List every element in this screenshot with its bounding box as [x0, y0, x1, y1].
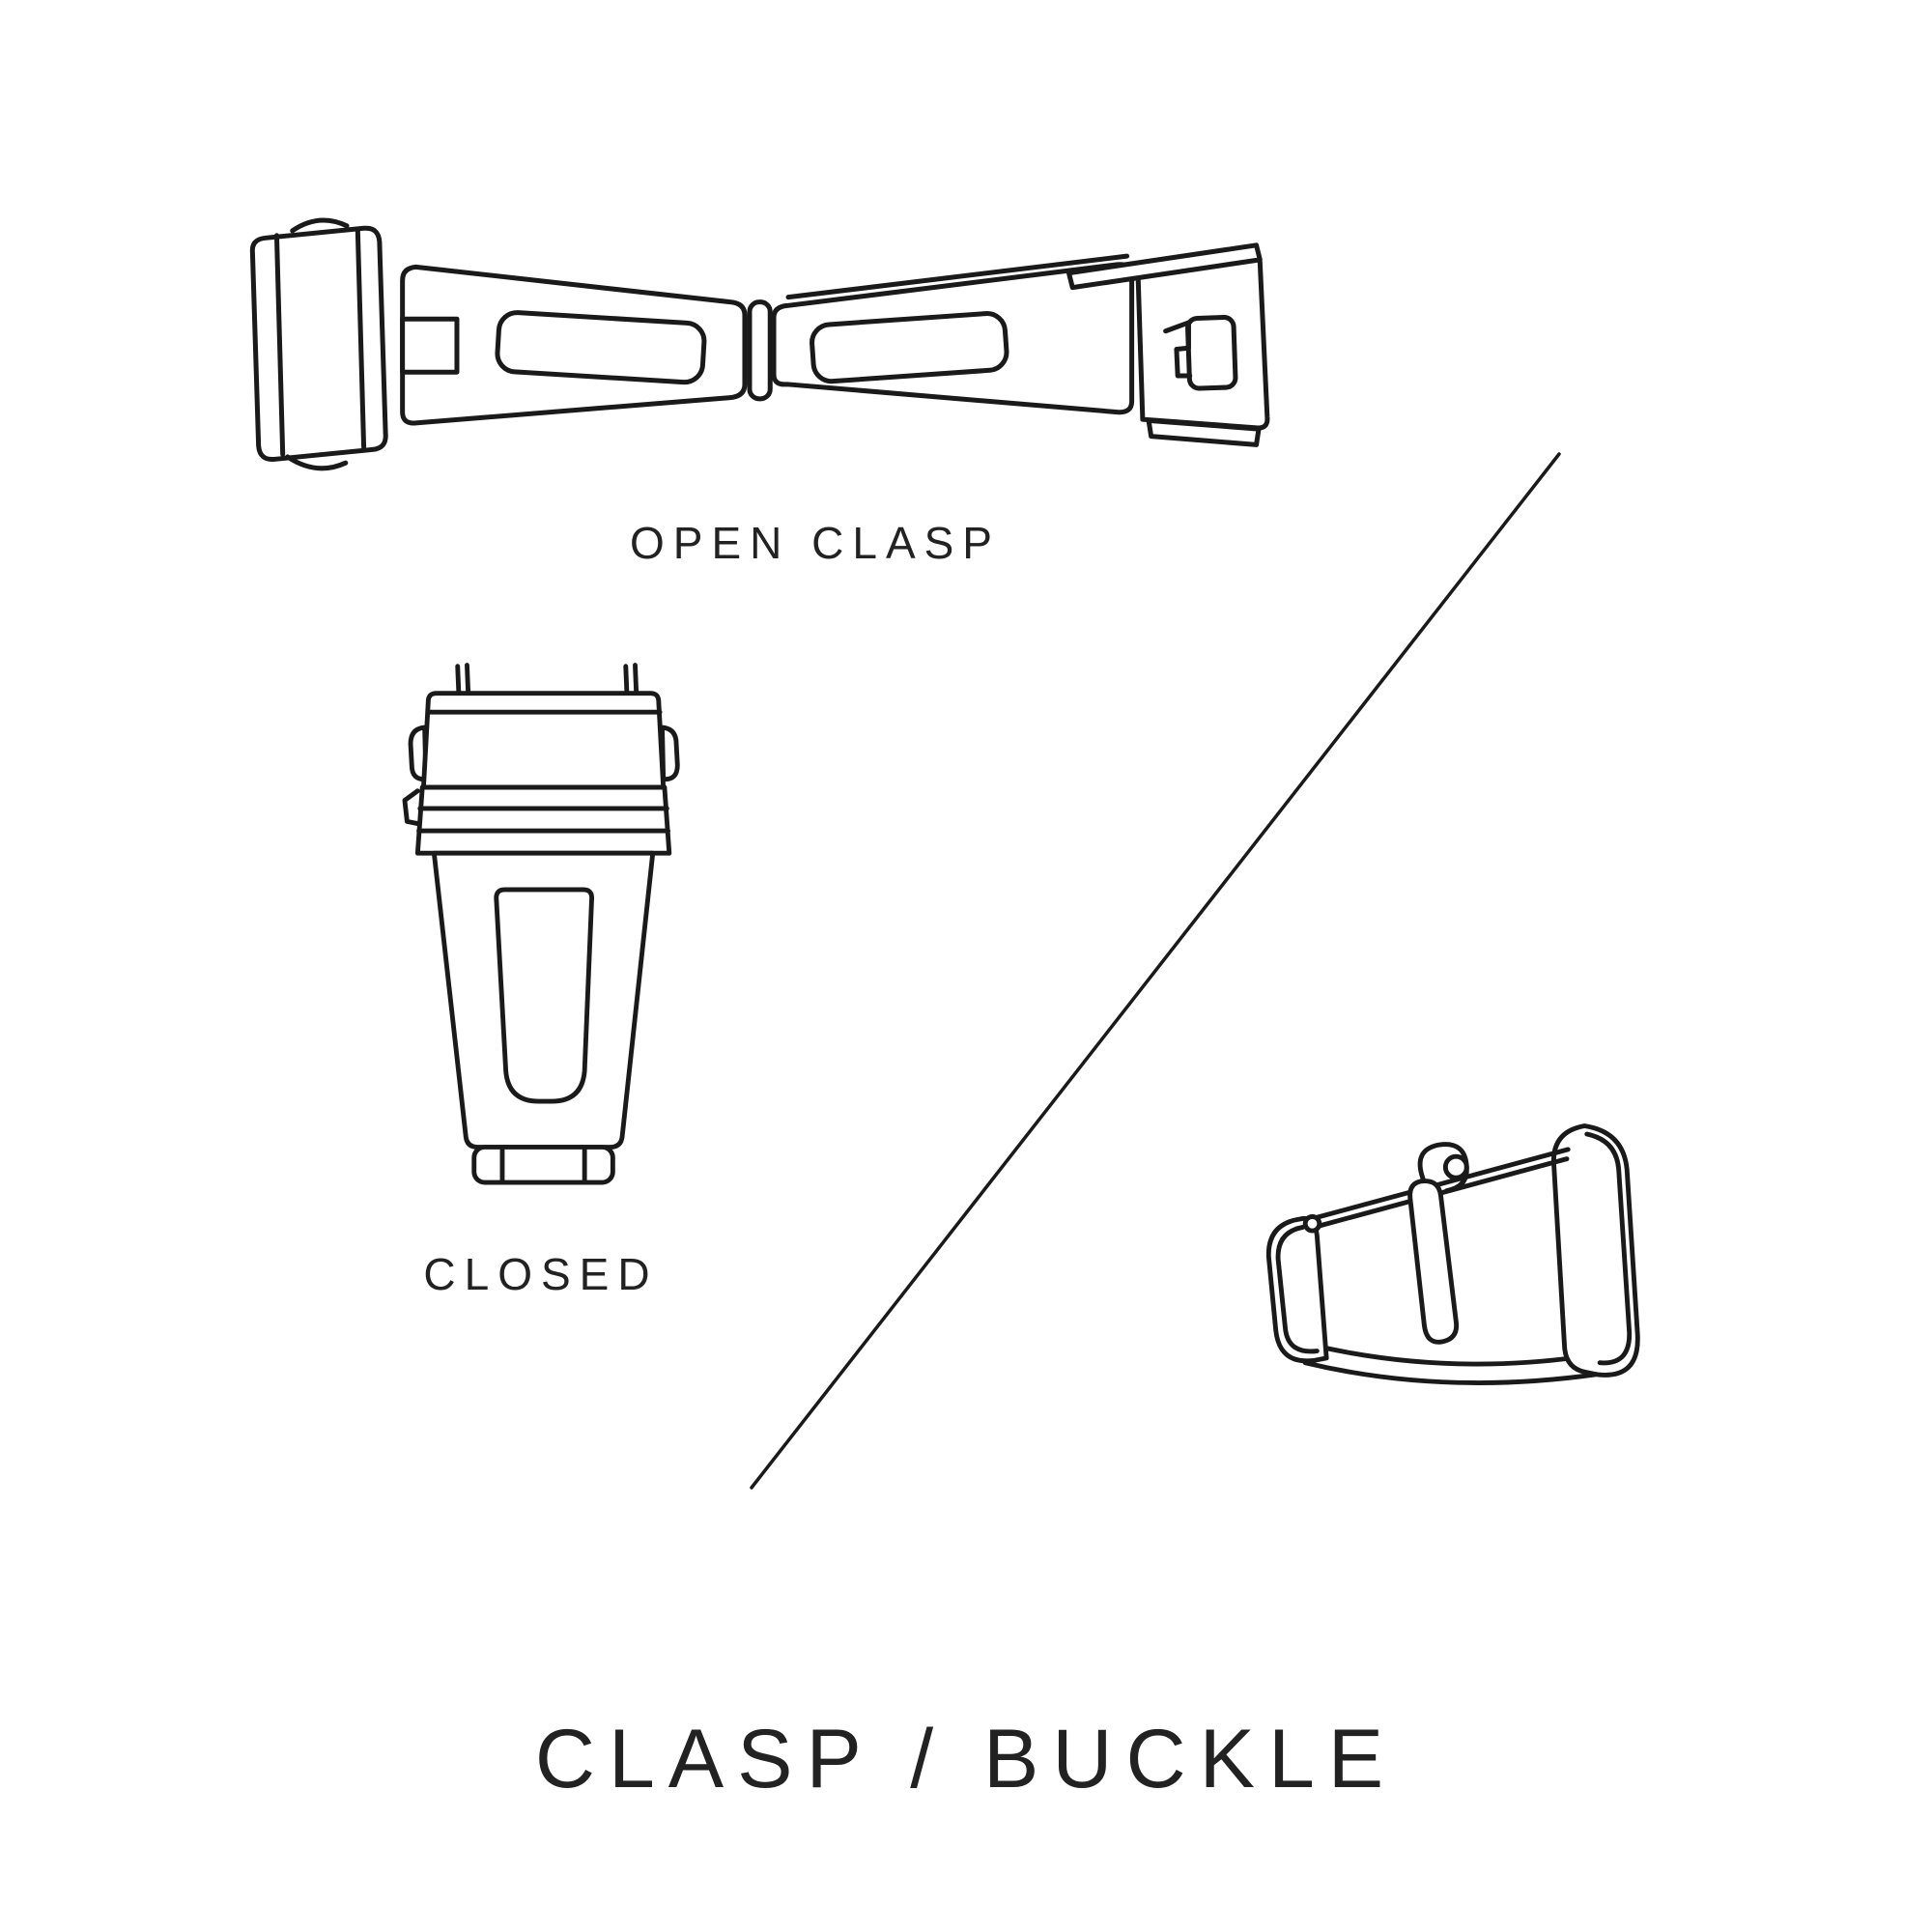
open-clasp-illustration: [222, 198, 1311, 500]
buckle-illustration: [1236, 1096, 1662, 1450]
diagonal-divider-line: [750, 452, 1561, 1490]
page-title: CLASP / BUCKLE: [534, 1713, 1398, 1805]
closed-clasp-illustration: [386, 657, 705, 1209]
open-clasp-icon: [249, 217, 1270, 471]
tang-buckle-icon: [1265, 1123, 1640, 1385]
open-clasp-label: OPEN CLASP: [630, 518, 1001, 568]
closed-clasp-label: CLOSED: [423, 1249, 659, 1299]
closed-clasp-icon: [402, 663, 680, 1185]
